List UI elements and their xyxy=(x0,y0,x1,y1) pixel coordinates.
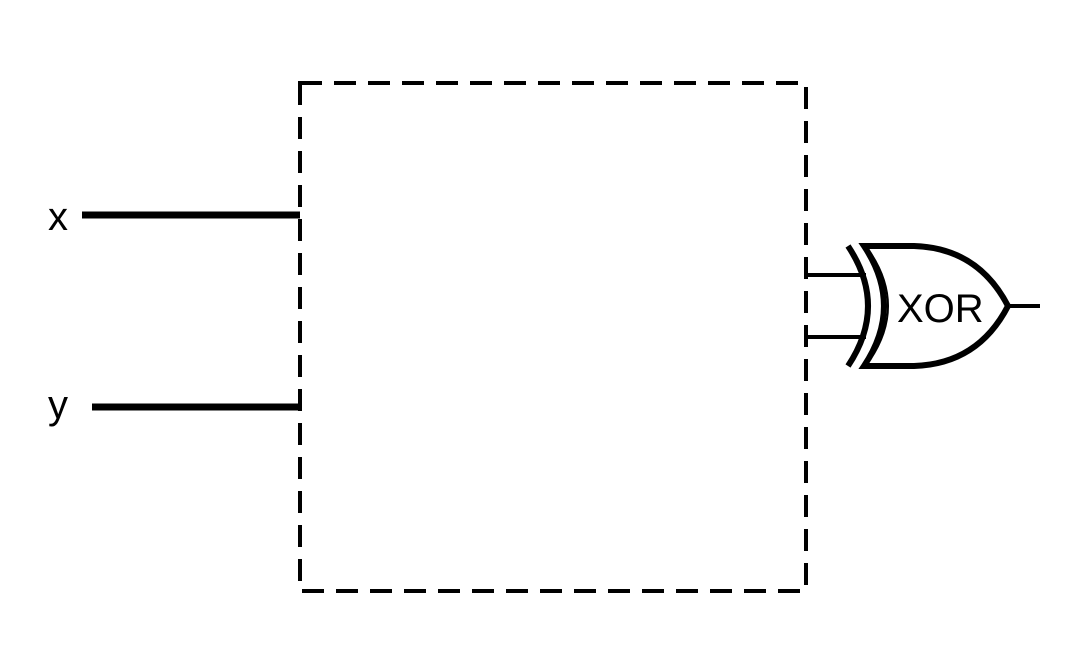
xor-gate-icon xyxy=(845,243,1012,369)
input-label-x: x xyxy=(48,195,68,239)
gate-label: XOR xyxy=(897,287,984,331)
input-label-y: y xyxy=(48,383,68,427)
dashed-box xyxy=(298,81,808,593)
